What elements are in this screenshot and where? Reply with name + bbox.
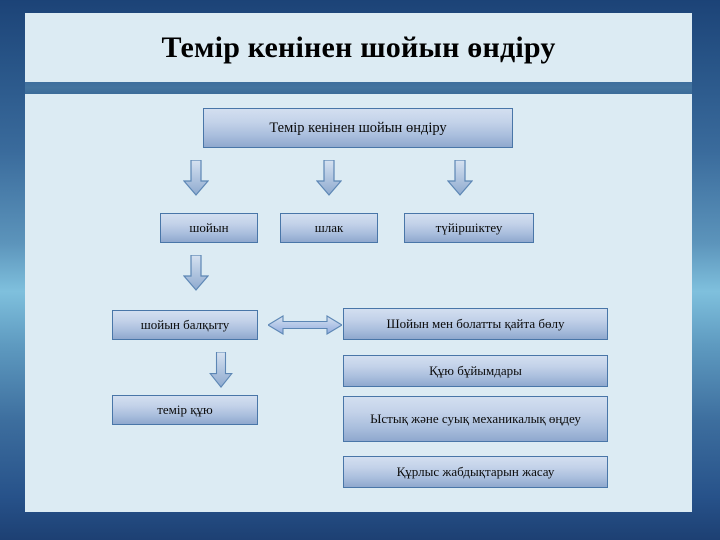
node-qurlys-jabdyqtaryn-label: Құрлыс жабдықтарын жасау — [396, 463, 555, 479]
node-temir-quiu[interactable]: темір құю — [112, 395, 258, 425]
node-qurlys-jabdyqtaryn[interactable]: Құрлыс жабдықтарын жасау — [343, 456, 608, 488]
arrow-down-icon — [183, 160, 209, 196]
node-qaita-bolu[interactable]: Шойын мен болатты қайта бөлу — [343, 308, 608, 340]
node-root-label: Темір кенінен шойын өндіру — [269, 119, 447, 136]
node-shoiyn[interactable]: шойын — [160, 213, 258, 243]
node-shlak-label: шлак — [314, 219, 344, 235]
page-title: Темір кенінен шойын өндіру — [161, 30, 556, 64]
arrow-down-icon — [209, 352, 233, 388]
title-divider — [25, 82, 692, 94]
node-quiu-buiymdary[interactable]: Құю бұйымдары — [343, 355, 608, 387]
arrow-down-icon — [447, 160, 473, 196]
node-tuiirshiktev[interactable]: түйіршіктеу — [404, 213, 534, 243]
node-temir-quiu-label: темір құю — [157, 401, 213, 417]
node-shoiyn-balqytu[interactable]: шойын балқыту — [112, 310, 258, 340]
node-mekhanikalyq-ondeu-label: Ыстық және суық механикалық өңдеу — [370, 410, 581, 426]
node-qaita-bolu-label: Шойын мен болатты қайта бөлу — [386, 315, 565, 331]
node-tuiirshiktev-label: түйіршіктеу — [435, 219, 503, 235]
node-root[interactable]: Темір кенінен шойын өндіру — [203, 108, 513, 148]
content-panel — [25, 94, 692, 512]
arrow-down-icon — [183, 255, 209, 291]
arrow-left-right-icon — [268, 315, 342, 335]
node-shoiyn-label: шойын — [189, 219, 229, 235]
node-shoiyn-balqytu-label: шойын балқыту — [140, 316, 230, 332]
title-panel — [25, 13, 692, 82]
node-quiu-buiymdary-label: Құю бұйымдары — [429, 362, 522, 378]
node-mekhanikalyq-ondeu[interactable]: Ыстық және суық механикалық өңдеу — [343, 396, 608, 442]
node-shlak[interactable]: шлак — [280, 213, 378, 243]
arrow-down-icon — [316, 160, 342, 196]
